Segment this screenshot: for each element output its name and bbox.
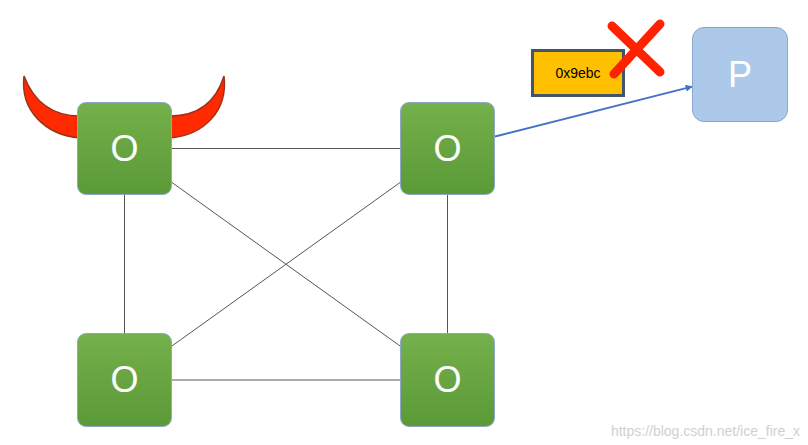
- right-horn: [170, 76, 224, 138]
- hash-box: 0x9ebc: [531, 49, 625, 97]
- node-label: 0x9ebc: [555, 65, 600, 81]
- watermark: https://blog.csdn.net/ice_fire_x: [611, 423, 800, 439]
- mesh-link: [172, 183, 400, 346]
- node-label: O: [433, 128, 461, 170]
- node-label: O: [110, 128, 138, 170]
- left-horn: [24, 76, 80, 138]
- mesh-link: [447, 195, 448, 333]
- mesh-link: [172, 380, 400, 381]
- mesh-link: [172, 148, 400, 149]
- node-label: P: [728, 54, 752, 96]
- peer-box: P: [692, 27, 788, 122]
- node-label: O: [110, 359, 138, 401]
- node-label: O: [433, 359, 461, 401]
- node-box: O: [400, 333, 495, 427]
- node-box: O: [400, 102, 495, 195]
- mesh-link: [172, 183, 400, 346]
- node-box: O: [77, 333, 172, 427]
- node-box: O: [77, 102, 172, 195]
- mesh-link: [124, 195, 125, 333]
- red-x: [612, 24, 660, 74]
